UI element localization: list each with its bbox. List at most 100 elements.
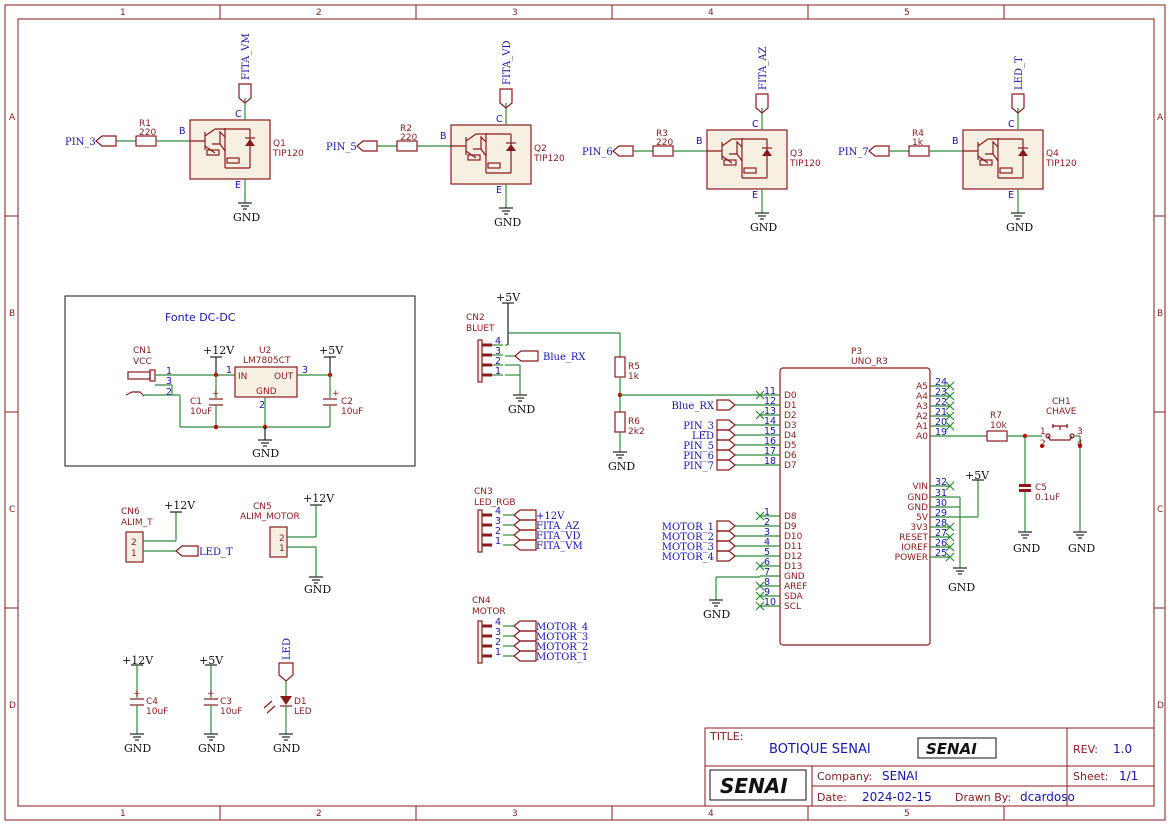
svg-text:1: 1	[131, 549, 137, 559]
no-connect-icon	[945, 411, 955, 421]
col-label: 5	[904, 809, 910, 819]
resistor-r6	[614, 411, 626, 433]
row-label: A	[9, 113, 16, 123]
ground-label: GND	[948, 581, 975, 594]
net-flag-led	[278, 662, 294, 682]
cn1-pin: 3	[166, 376, 172, 387]
arduino-pin-number: 14	[764, 416, 776, 427]
cn6-alim-t-connector: CN6 ALIM_T 2 1 +12V LED_T	[121, 499, 233, 563]
p3-ref: P3	[851, 347, 862, 357]
fonte-title: Fonte DC-DC	[165, 311, 236, 324]
arduino-pin-number: 24	[935, 377, 947, 388]
arduino-pin-name: D2	[784, 411, 797, 421]
u2-value: LM7805CT	[243, 356, 291, 366]
cn3-value: LED_RGB	[474, 498, 516, 508]
net-label: PIN_3	[683, 421, 714, 432]
transistor-ref: Q1	[273, 139, 286, 149]
cn2-value: BLUET	[466, 324, 495, 334]
row-label: D	[9, 701, 16, 711]
row-label: B	[9, 309, 15, 319]
c1-ref: C1	[190, 397, 202, 407]
c1-value: 10uF	[190, 407, 212, 417]
cn1-pin: 2	[166, 387, 172, 398]
svg-text:+: +	[207, 689, 215, 699]
svg-text:1: 1	[226, 365, 232, 376]
net-label: PIN_5	[683, 441, 714, 452]
transistor-ref: Q3	[790, 149, 803, 159]
svg-text:+12V: +12V	[122, 654, 154, 667]
svg-text:C: C	[1008, 119, 1015, 130]
net-label: MOTOR_3	[536, 632, 588, 643]
r6-ref: R6	[628, 417, 640, 427]
transistor-q1	[189, 119, 271, 180]
net-flag	[513, 620, 537, 632]
net-flag	[716, 520, 736, 532]
resistor-ref: R3	[656, 129, 668, 139]
transistor-model: TIP120	[789, 159, 821, 169]
net-flag	[513, 640, 537, 652]
no-connect-icon	[945, 421, 955, 431]
arduino-pin-number: 29	[935, 508, 947, 519]
svg-text:B: B	[696, 136, 703, 147]
voltage-divider: R5 1k R6 2k2 GND	[508, 332, 760, 473]
arduino-pin-number: 13	[764, 406, 776, 417]
net-flag	[716, 530, 736, 542]
arduino-pin-number: 26	[935, 538, 947, 549]
arduino-pin-number: 17	[764, 446, 776, 457]
cn4-ref: CN4	[472, 596, 491, 606]
arduino-pin-number: 4	[764, 537, 770, 548]
arduino-pin-name: D11	[784, 542, 802, 552]
senai-logo: SENAI	[917, 737, 997, 759]
net-flag-output	[499, 88, 513, 109]
svg-text:C: C	[496, 114, 503, 125]
fonte-box	[64, 295, 416, 467]
arduino-pin-name: A2	[916, 412, 928, 422]
net-flag	[513, 509, 537, 521]
bulk-capacitor-c4: +12V + C4 10uF GND	[122, 654, 168, 755]
svg-text:1: 1	[1040, 427, 1046, 437]
no-connect-icon	[945, 542, 955, 552]
ground-label: GND	[508, 403, 535, 416]
arduino-pin-number: 15	[764, 426, 776, 437]
c2-ref: C2	[341, 397, 353, 407]
arduino-pin-name: D0	[784, 391, 797, 401]
ground-label: GND	[750, 221, 777, 234]
cn5-value: ALIM_MOTOR	[240, 512, 300, 522]
cn5-ref: CN5	[253, 502, 272, 512]
transistor-q3	[706, 129, 788, 190]
title-block: TITLE: BOTIQUE SENAI SENAI REV: 1.0 SENA…	[704, 727, 1155, 807]
drawing-title: BOTIQUE SENAI	[769, 742, 871, 757]
ch1-ref: CH1	[1052, 397, 1071, 407]
arduino-pin-number: 18	[764, 456, 776, 467]
resistor-ref: R4	[912, 129, 924, 139]
no-connect-icon	[945, 481, 955, 491]
p3-value: UNO_R3	[851, 357, 888, 367]
u2-ref: U2	[259, 346, 271, 356]
svg-text:B: B	[179, 126, 186, 137]
arduino-pin-name: A3	[916, 402, 928, 412]
svg-text:10uF: 10uF	[220, 707, 242, 717]
bulk-capacitor-c3: +5V + C3 10uF GND	[198, 654, 242, 755]
pin-number: 3	[495, 627, 501, 638]
svg-text:+: +	[212, 389, 220, 399]
power-12v: +12V	[203, 344, 235, 357]
resistor-r7	[986, 430, 1008, 442]
net-flag	[716, 429, 736, 441]
power-5v: +5V	[319, 344, 344, 357]
pin-number: 2	[495, 637, 501, 648]
svg-text:C4: C4	[146, 697, 158, 707]
net-flag	[716, 550, 736, 562]
transistor-model: TIP120	[1045, 159, 1077, 169]
arduino-pin-number: 31	[935, 488, 947, 499]
net-flag	[513, 519, 537, 531]
svg-text:2: 2	[259, 400, 265, 411]
no-connect-icon	[755, 410, 765, 420]
resistor-r5	[614, 356, 626, 378]
no-connect-icon	[755, 591, 765, 601]
net-label: MOTOR_2	[536, 642, 588, 653]
arduino-pin-number: 8	[764, 577, 770, 588]
svg-text:E: E	[496, 185, 502, 196]
ground-label: GND	[608, 460, 635, 473]
